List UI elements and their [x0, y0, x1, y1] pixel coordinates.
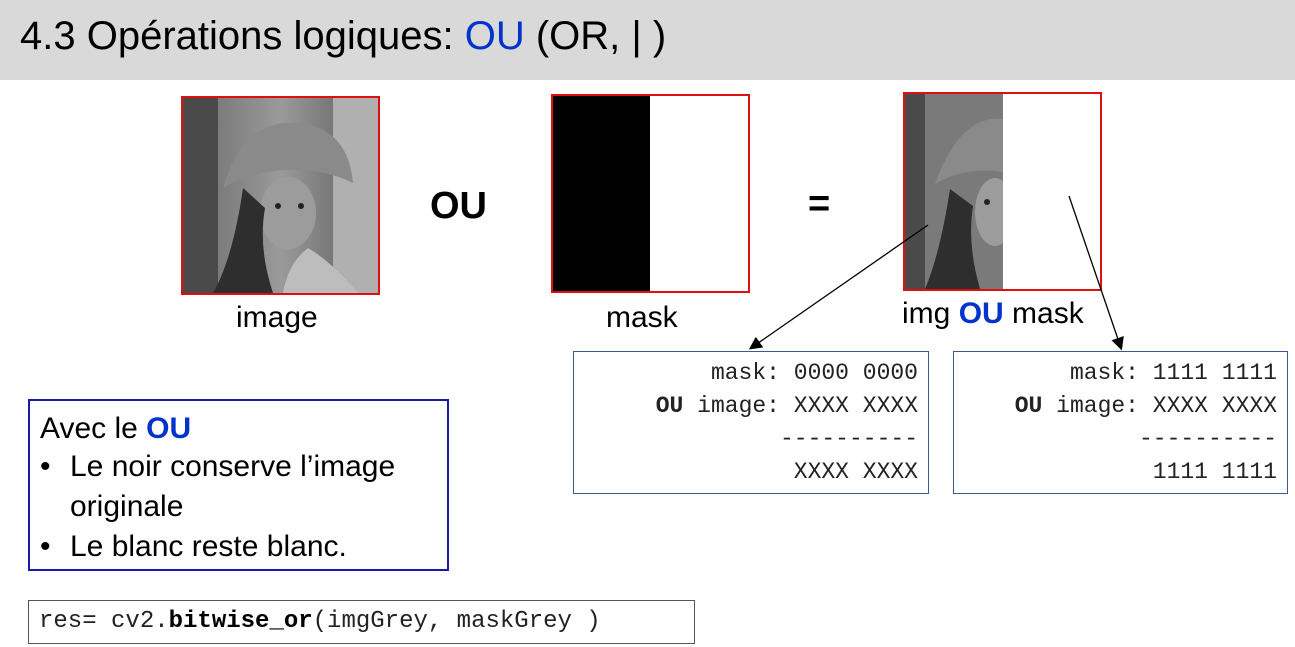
code-args: (imgGrey, maskGrey )	[312, 608, 601, 635]
result-image	[903, 92, 1102, 291]
arrow-left	[748, 224, 929, 350]
code-prefix: res= cv2.	[39, 608, 169, 635]
mask-black-half	[553, 96, 650, 291]
example-white-mask: mask: 1111 1111 OU image: XXXX XXXX ----…	[953, 351, 1288, 494]
example-line-2-rest: image: XXXX XXXX	[1042, 393, 1277, 419]
note-bullet-2: •Le blanc reste blanc.	[40, 527, 347, 567]
result-caption-prefix: img	[902, 297, 959, 330]
example-line-4: XXXX XXXX	[793, 459, 918, 485]
portrait-photo	[183, 98, 378, 293]
example-black-mask: mask: 0000 0000 OU image: XXXX XXXX ----…	[573, 351, 929, 494]
example-line-1: mask: 0000 0000	[710, 360, 918, 386]
slide-header: 4.3 Opérations logiques: OU (OR, | )	[0, 0, 1295, 80]
source-image	[181, 96, 380, 295]
result-caption-suffix: mask	[1003, 297, 1084, 330]
operator-label: OU	[430, 185, 487, 227]
note-bullet-1-continued: originale	[70, 490, 184, 523]
note-title-prefix: Avec le	[40, 412, 147, 445]
equals-sign: =	[808, 183, 831, 225]
example-op-bold: OU	[655, 393, 684, 419]
example-line-2: OU image: XXXX XXXX	[656, 393, 918, 419]
example-line-2-rest: image: XXXX XXXX	[683, 393, 918, 419]
arrow-right	[1068, 195, 1124, 351]
result-photo-half	[905, 94, 1015, 289]
image-caption: image	[236, 301, 318, 334]
slide-title: 4.3 Opérations logiques: OU (OR, | )	[20, 10, 666, 62]
example-op-bold: OU	[1014, 393, 1043, 419]
bullet-icon: •	[40, 450, 51, 483]
code-snippet: res= cv2.bitwise_or(imgGrey, maskGrey )	[28, 600, 695, 644]
example-line-2: OU image: XXXX XXXX	[1015, 393, 1277, 419]
example-line-3: ----------	[779, 426, 918, 452]
note-title: Avec le OU	[40, 409, 191, 449]
note-title-accent: OU	[146, 412, 192, 445]
mask-image	[551, 94, 750, 293]
note-box: Avec le OU •Le noir conserve l’image ori…	[28, 399, 449, 571]
code-function: bitwise_or	[168, 608, 313, 635]
example-line-4: 1111 1111	[1152, 459, 1277, 485]
mask-caption: mask	[606, 301, 678, 334]
title-suffix: (OR, | )	[524, 14, 667, 58]
title-prefix: 4.3 Opérations logiques:	[20, 14, 465, 58]
note-bullet-1: •Le noir conserve l’image	[40, 447, 395, 487]
title-accent: OU	[464, 14, 525, 58]
bullet-icon: •	[40, 530, 51, 563]
example-line-1: mask: 1111 1111	[1069, 360, 1277, 386]
result-caption-accent: OU	[958, 297, 1004, 330]
example-line-3: ----------	[1138, 426, 1277, 452]
result-caption: img OU mask	[902, 297, 1084, 331]
